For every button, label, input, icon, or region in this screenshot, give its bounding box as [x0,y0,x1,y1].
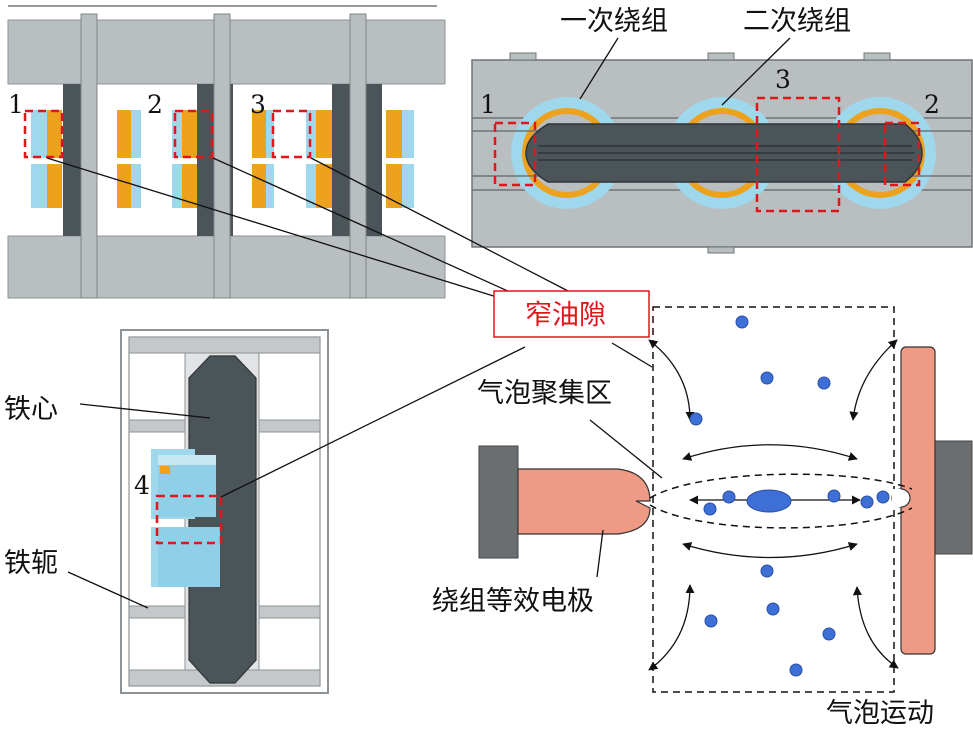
left-electrode [517,468,651,535]
marker-number: 1 [8,90,24,119]
leader-primary [579,37,619,100]
marker-number: 1 [480,90,496,119]
clamp-bar [213,13,231,299]
winding-pieces [31,110,414,208]
label-primary-winding: 一次绕组 [560,6,668,37]
top-view: 1 3 2 一次绕组 二次绕组 [471,6,973,254]
label-bubble-zone: 气泡聚集区 [477,378,612,409]
gap-marker [883,121,921,187]
clamp-bar [349,13,367,299]
gap-marker [271,109,312,159]
narrow-gap-box [493,290,650,338]
winding-block [151,449,220,587]
front-view: 1 2 3 [7,5,446,299]
core-body [188,355,257,684]
marker-number: 2 [147,90,163,119]
leader-bubble-zone [589,419,663,479]
bubble-zone-outline [649,473,913,529]
right-electrode-base [934,440,973,555]
left-electrode-base [478,445,519,559]
leader-secondary [721,37,791,106]
motion-arrows [648,339,899,671]
gap-marker [493,121,537,187]
bubble-model: 气泡聚集区 绕组等效电极 气泡运动 [432,306,973,729]
label-narrow-gap: 窄油隙 [525,300,606,331]
leader-electrode [596,529,604,578]
marker-number: 2 [924,90,940,119]
clamp-bar [80,13,98,299]
gap-marker [173,109,214,159]
leader-box-to-model [611,342,653,368]
gap-marker [155,494,223,545]
label-secondary-winding: 二次绕组 [743,6,851,37]
label-electrode: 绕组等效电极 [432,586,594,617]
gap-marker [23,109,64,159]
label-yoke: 铁轭 [4,548,58,579]
side-view: 4 铁心 铁轭 [4,329,329,694]
bubbles [689,315,890,677]
gap-marker [755,96,841,213]
label-bubble-motion: 气泡运动 [826,698,934,729]
label-core: 铁心 [4,394,58,425]
marker-number: 4 [134,471,150,500]
leader-yoke [67,571,149,609]
leader-core [79,403,211,419]
marker-number: 3 [250,90,266,119]
marker-number: 3 [775,65,791,94]
narrow-gap-callout: 窄油隙 [46,157,650,498]
